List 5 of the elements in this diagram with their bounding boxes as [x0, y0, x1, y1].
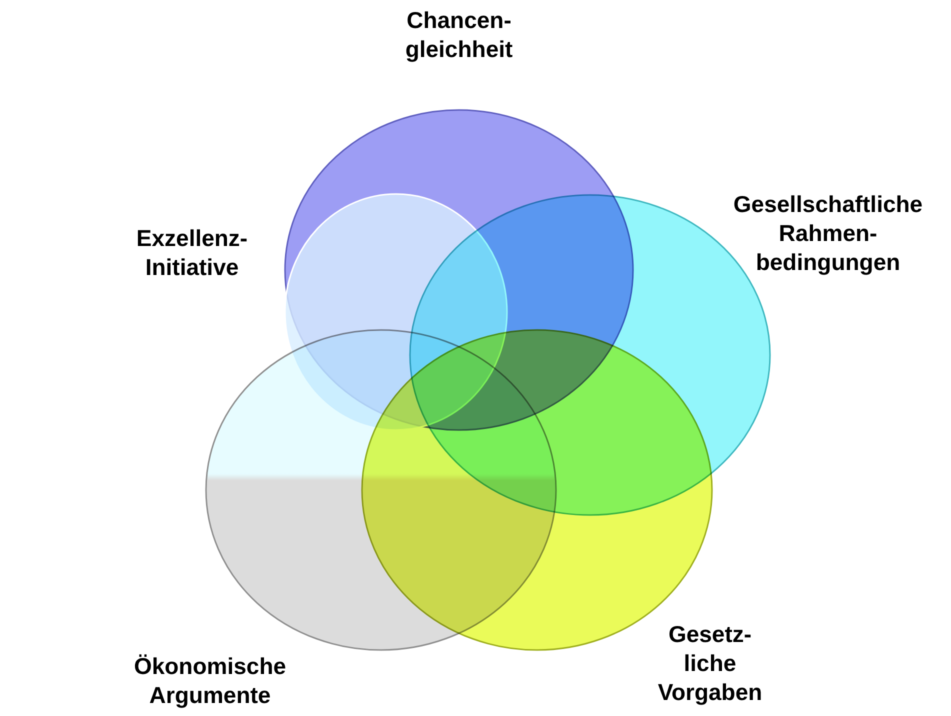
- circle-label: Ökonomische Argumente: [132, 652, 288, 710]
- circle-label: Chancen- gleichheit: [404, 6, 514, 64]
- circle-label: Exzellenz- Initiative: [135, 224, 249, 282]
- circle-label: Gesetz- liche Vorgaben: [656, 620, 764, 707]
- circle-label: Gesellschaftliche Rahmen- bedingungen: [732, 190, 924, 277]
